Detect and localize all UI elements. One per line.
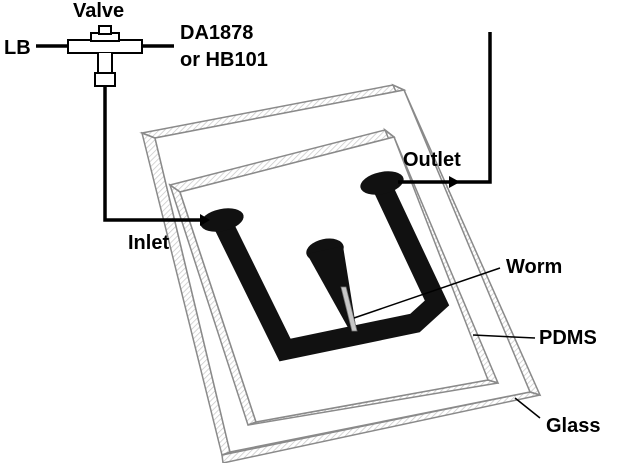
inlet-port bbox=[200, 208, 244, 232]
worm-label: Worm bbox=[506, 256, 562, 278]
glass-label: Glass bbox=[546, 415, 600, 437]
valve-icon bbox=[67, 25, 143, 87]
pdms-label: PDMS bbox=[539, 327, 597, 349]
outlet-port bbox=[360, 171, 404, 195]
worm-trap-channel bbox=[307, 246, 357, 333]
glass-leader bbox=[514, 397, 541, 419]
leader-lines bbox=[353, 267, 541, 419]
outlet-label: Outlet bbox=[403, 149, 461, 171]
outlet-tube bbox=[398, 32, 492, 184]
valve-label: Valve bbox=[73, 0, 124, 22]
bacteria-label-line2: or HB101 bbox=[180, 49, 268, 71]
inlet-label: Inlet bbox=[128, 232, 169, 254]
outlet-arrowhead bbox=[449, 176, 460, 188]
worm-leader bbox=[353, 267, 501, 319]
lb-label: LB bbox=[4, 37, 31, 59]
inlet-arrowhead bbox=[200, 214, 210, 226]
bacteria-label-line1: DA1878 bbox=[180, 22, 253, 44]
tubing bbox=[36, 32, 492, 222]
microfluidic-channel bbox=[200, 171, 450, 362]
pdms-leader bbox=[472, 334, 536, 339]
worm-figure bbox=[340, 286, 358, 332]
inlet-tube bbox=[103, 86, 205, 222]
